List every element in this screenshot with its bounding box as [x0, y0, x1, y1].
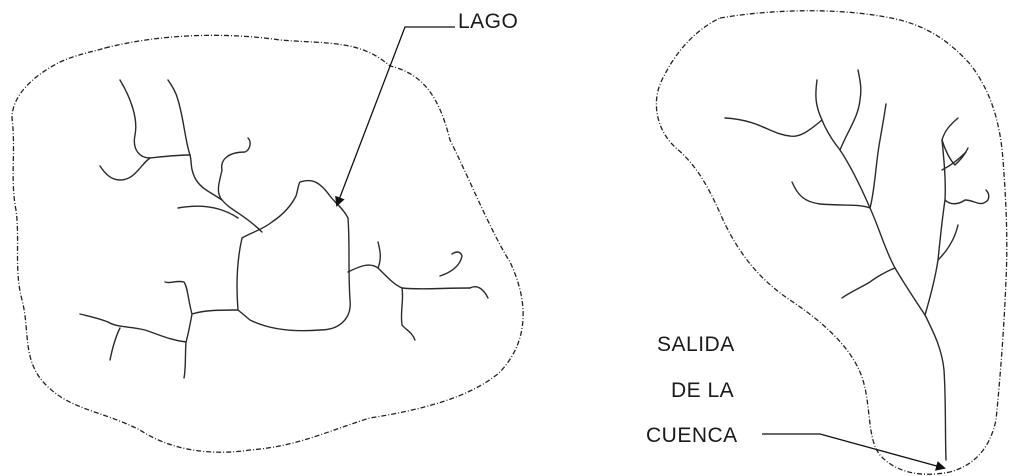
- lake-outline: [236, 179, 351, 332]
- lake-callout: [335, 26, 455, 207]
- stream: [815, 79, 823, 121]
- outlet-callout: [762, 433, 946, 471]
- stream: [937, 224, 959, 261]
- stream: [183, 341, 187, 379]
- lake-label: LAGO: [458, 10, 519, 33]
- stream: [167, 79, 191, 156]
- stream: [79, 313, 193, 343]
- stream: [221, 137, 251, 171]
- stream: [941, 151, 967, 171]
- stream: [869, 103, 887, 209]
- stream: [177, 205, 239, 219]
- outlet-leader-line: [762, 433, 946, 471]
- left-streams: [79, 79, 489, 379]
- right-basin-boundary: [655, 10, 1008, 475]
- stream: [377, 241, 381, 269]
- stream: [164, 280, 239, 315]
- stream: [400, 287, 416, 341]
- outlet-label-line3: CUENCA: [646, 424, 738, 447]
- stream: [189, 154, 223, 201]
- stream: [839, 69, 862, 151]
- main-channel: [821, 119, 947, 461]
- outlet-label-line2: DE LA: [671, 379, 735, 402]
- stream: [439, 251, 463, 277]
- stream: [109, 327, 121, 361]
- stream: [924, 117, 959, 316]
- closed-basin: [11, 34, 524, 453]
- stream: [791, 181, 871, 209]
- stream: [217, 169, 263, 233]
- lake-leader-line: [335, 26, 455, 207]
- stream: [469, 286, 489, 299]
- stream: [724, 117, 823, 137]
- stream: [841, 267, 896, 299]
- stream: [119, 79, 191, 159]
- stream: [347, 264, 471, 290]
- right-streams: [724, 69, 990, 461]
- outlet-label-line1: SALIDA: [657, 333, 735, 356]
- stream: [944, 189, 990, 205]
- left-basin-boundary: [11, 34, 524, 453]
- stream: [99, 157, 151, 181]
- open-basin: [655, 10, 1008, 475]
